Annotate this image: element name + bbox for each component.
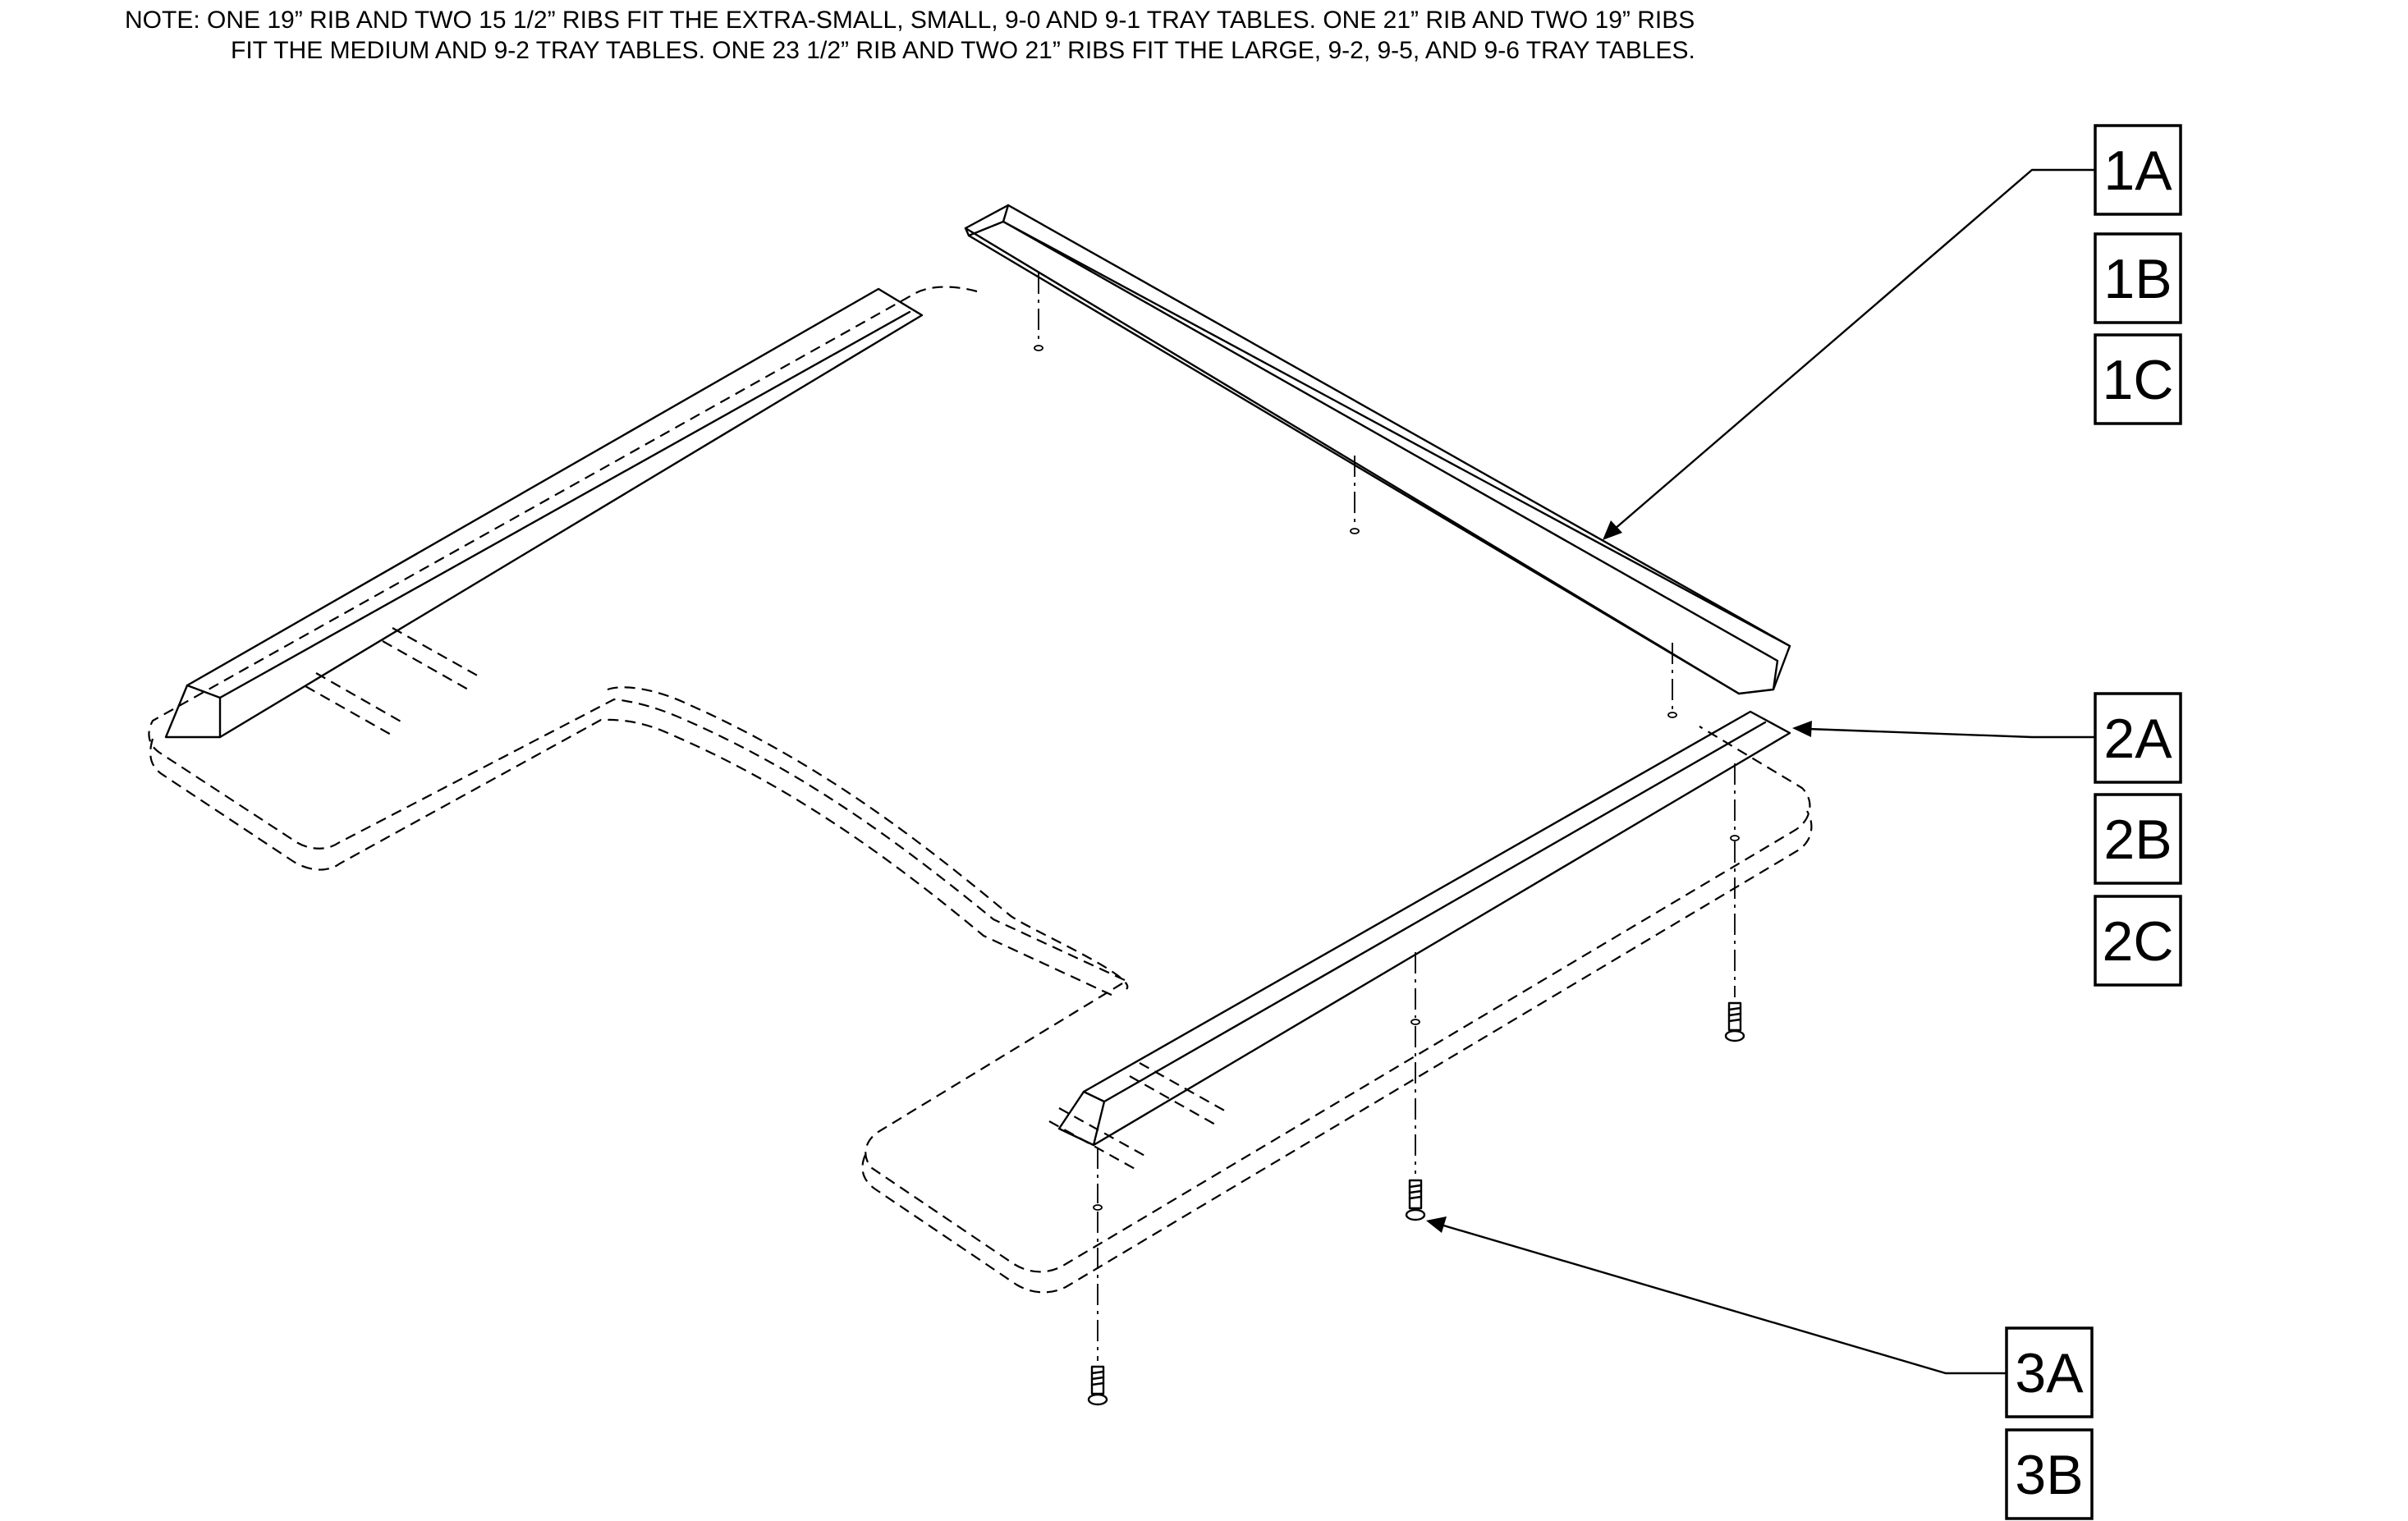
tray-table-outline [148, 286, 1813, 1294]
rib-2 [1057, 710, 1791, 1147]
fastener-centerlines [1034, 273, 1740, 1361]
callout-1b: 1B [2094, 232, 2182, 324]
callout-2c: 2C [2094, 895, 2182, 987]
callout-3b: 3B [2005, 1428, 2094, 1520]
screw-left [1087, 1365, 1108, 1406]
svg-text:1C: 1C [2103, 349, 2174, 411]
leader-2 [1792, 721, 2095, 739]
note-line-1: NOTE: ONE 19” RIB AND TWO 15 1/2” RIBS F… [125, 7, 1695, 34]
svg-text:1A: 1A [2103, 140, 2172, 202]
svg-text:2C: 2C [2103, 910, 2174, 973]
callout-1c: 1C [2094, 333, 2182, 425]
svg-text:2A: 2A [2103, 708, 2172, 770]
svg-text:2B: 2B [2103, 809, 2172, 871]
leader-3 [1426, 1216, 2007, 1375]
callout-2a: 2A [2094, 692, 2182, 784]
svg-text:3A: 3A [2015, 1342, 2084, 1404]
screw-center [1405, 1179, 1426, 1221]
callout-3a: 3A [2005, 1326, 2094, 1418]
rib-left [164, 287, 924, 739]
svg-text:1B: 1B [2103, 248, 2172, 310]
callout-1a: 1A [2094, 124, 2182, 216]
leader-1 [1603, 168, 2095, 540]
svg-text:3B: 3B [2015, 1444, 2083, 1506]
screw-right [1724, 1001, 1745, 1042]
callout-2b: 2B [2094, 793, 2182, 885]
note-line-2: FIT THE MEDIUM AND 9-2 TRAY TABLES. ONE … [231, 37, 1695, 64]
rib-1 [964, 204, 1791, 695]
